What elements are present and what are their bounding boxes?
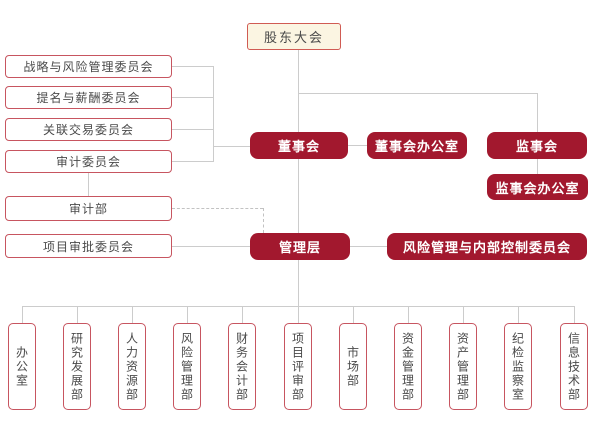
- node-dept-information-technology: 信息技术部: [560, 323, 588, 410]
- node-supervisory-board-office: 监事会办公室: [487, 174, 588, 200]
- node-dept-risk-management: 风险管理部: [173, 323, 201, 410]
- connector-line: [537, 159, 538, 174]
- connector-line: [22, 306, 23, 323]
- node-related-transactions-committee: 关联交易委员会: [5, 118, 172, 141]
- node-nomination-remuneration-committee: 提名与薪酬委员会: [5, 86, 172, 109]
- connector-line: [213, 146, 250, 147]
- node-dept-general-office: 办公室: [8, 323, 36, 410]
- connector-line: [172, 161, 213, 162]
- connector-line: [298, 93, 537, 94]
- connector-line: [350, 246, 387, 247]
- connector-line: [172, 129, 213, 130]
- connector-line: [463, 306, 464, 323]
- connector-line: [298, 260, 299, 306]
- connector-line: [172, 97, 213, 98]
- connector-line: [187, 306, 188, 323]
- node-audit-department: 审计部: [5, 196, 172, 221]
- node-dept-discipline-inspection: 纪检监察室: [504, 323, 532, 410]
- connector-line-dashed: [172, 208, 263, 209]
- node-dept-project-evaluation: 项目评审部: [284, 323, 312, 410]
- node-dept-marketing: 市场部: [339, 323, 367, 410]
- connector-line: [213, 66, 214, 162]
- connector-line: [348, 145, 367, 146]
- connector-line: [408, 306, 409, 323]
- connector-line: [298, 306, 299, 323]
- connector-line: [88, 173, 89, 196]
- connector-line: [353, 306, 354, 323]
- connector-line: [537, 93, 538, 132]
- node-dept-asset-management: 资产管理部: [449, 323, 477, 410]
- node-shareholders-meeting: 股东大会: [247, 23, 341, 50]
- node-board-office: 董事会办公室: [367, 132, 467, 159]
- connector-line: [518, 306, 519, 323]
- node-dept-research-development: 研究发展部: [63, 323, 91, 410]
- connector-line: [132, 306, 133, 323]
- connector-line-dashed: [263, 208, 264, 233]
- node-dept-human-resources: 人力资源部: [118, 323, 146, 410]
- connector-line: [298, 159, 299, 233]
- node-dept-finance-accounting: 财务会计部: [228, 323, 256, 410]
- connector-line: [298, 50, 299, 132]
- node-strategy-risk-committee: 战略与风险管理委员会: [5, 55, 172, 78]
- connector-line: [77, 306, 78, 323]
- connector-line: [574, 306, 575, 323]
- connector-line: [242, 306, 243, 323]
- node-audit-committee: 审计委员会: [5, 150, 172, 173]
- node-management: 管理层: [250, 233, 350, 260]
- node-board-of-directors: 董事会: [250, 132, 348, 159]
- node-project-approval-committee: 项目审批委员会: [5, 234, 172, 258]
- node-supervisory-board: 监事会: [487, 132, 587, 159]
- node-dept-treasury-management: 资金管理部: [394, 323, 422, 410]
- node-risk-internal-control-committee: 风险管理与内部控制委员会: [387, 233, 587, 260]
- connector-line: [172, 66, 213, 67]
- connector-line: [172, 246, 250, 247]
